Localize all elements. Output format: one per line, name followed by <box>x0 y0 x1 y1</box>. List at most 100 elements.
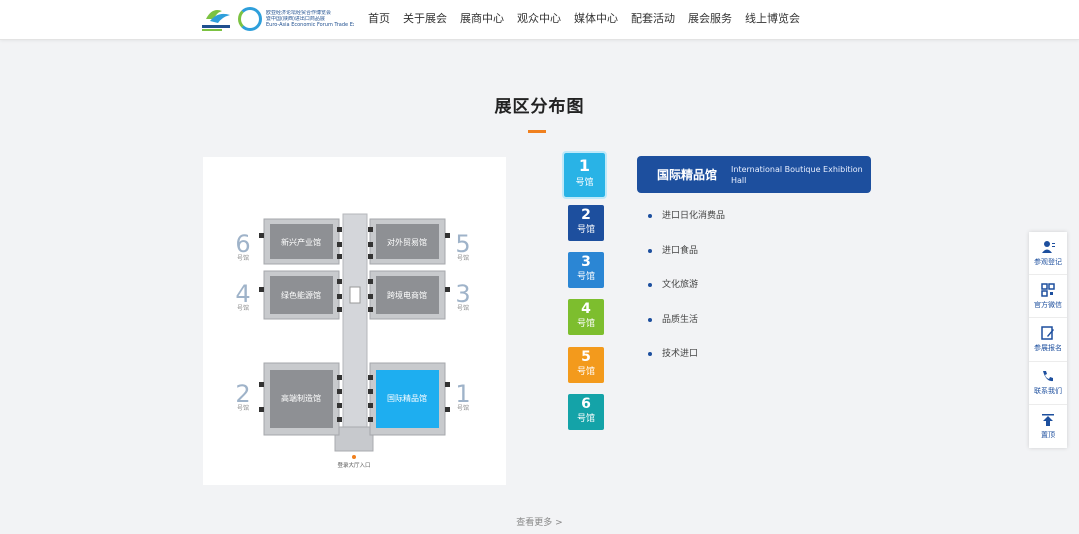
category-label: 技术进口 <box>662 349 699 359</box>
sidebar-label: 官方微信 <box>1034 300 1062 309</box>
nav-services[interactable]: 展会服务 <box>688 12 732 25</box>
hall-6-sub: 号馆 <box>237 254 249 262</box>
hall-5-sub: 号馆 <box>457 254 469 262</box>
list-item: 进口日化消费品 <box>648 206 725 241</box>
nav-online-expo[interactable]: 线上博览会 <box>745 12 800 25</box>
logo-text-line: 暨中国(陕西)进出口商品展 <box>266 16 325 22</box>
hall-button-label: 号馆 <box>576 414 595 424</box>
sidebar-visitor-registration[interactable]: 参观登记 <box>1029 232 1067 276</box>
sidebar-exhibitor-signup[interactable]: 参展报名 <box>1029 318 1067 362</box>
list-item: 文化旅游 <box>648 275 725 310</box>
sidebar-label: 联系我们 <box>1034 387 1062 396</box>
nav-media-center[interactable]: 媒体中心 <box>574 12 618 25</box>
site-logo[interactable]: 欧亚经济论坛经贸合作博览会 暨中国(陕西)进出口商品展 Euro-Asia Ec… <box>200 5 354 33</box>
hall-6-block[interactable] <box>263 218 340 265</box>
top-navigation-bar: 欧亚经济论坛经贸合作博览会 暨中国(陕西)进出口商品展 Euro-Asia Ec… <box>0 0 1079 40</box>
hall-3-label: 跨境电商馆 <box>387 290 427 300</box>
hall-button-label: 号馆 <box>575 178 594 188</box>
sidebar-back-to-top[interactable]: 置顶 <box>1029 405 1067 448</box>
list-item: 品质生活 <box>648 310 725 345</box>
bullet-icon <box>648 352 652 356</box>
hall-6-button[interactable]: 6 号馆 <box>568 394 604 430</box>
phone-icon <box>1043 371 1053 382</box>
hall-button-label: 号馆 <box>576 319 595 329</box>
title-underline <box>528 130 546 133</box>
entrance-hall <box>334 426 374 452</box>
hall-2-block[interactable] <box>263 362 340 436</box>
selected-hall-header: 国际精品馆 International Boutique Exhibition … <box>637 156 871 193</box>
hall-4-number: 4 <box>235 280 250 308</box>
sidebar-label: 参观登记 <box>1034 257 1062 266</box>
entrance-label: 登录大厅入口 <box>337 461 370 469</box>
hall-2-sub: 号馆 <box>237 404 249 412</box>
hall-3-number: 3 <box>455 280 470 308</box>
hall-button-number: 1 <box>578 156 591 175</box>
central-corridor <box>342 213 368 428</box>
hall-1-sub: 号馆 <box>457 404 469 412</box>
category-label: 进口日化消费品 <box>662 211 726 221</box>
hall-button-number: 6 <box>581 396 591 412</box>
sidebar-official-wechat[interactable]: 官方微信 <box>1029 275 1067 319</box>
selected-hall-name-en: International Boutique Exhibition Hall <box>731 164 863 185</box>
hall-2-label: 高端制造馆 <box>281 393 321 403</box>
hall-button-label: 号馆 <box>576 367 595 377</box>
hall-5-label: 对外贸易馆 <box>387 237 427 247</box>
category-label: 进口食品 <box>662 245 699 256</box>
hall-1-number: 1 <box>455 380 470 408</box>
bullet-icon <box>648 283 652 287</box>
section-title: 展区分布图 <box>494 97 585 117</box>
hall-button-number: 2 <box>581 207 591 223</box>
hall-5-button[interactable]: 5 号馆 <box>568 347 604 383</box>
hall-2-button[interactable]: 2 号馆 <box>568 205 604 241</box>
exhibition-floor-map: 新兴产业馆 对外贸易馆 绿色能源馆 跨境电商馆 高端制造馆 国际精品馆 6 号馆… <box>203 157 506 485</box>
hall-category-list: 进口日化消费品 进口食品 文化旅游 品质生活 技术进口 <box>648 206 725 379</box>
hall-5-block[interactable] <box>369 218 446 265</box>
hall-6-number: 6 <box>235 230 250 258</box>
hall-4-label: 绿色能源馆 <box>281 290 321 300</box>
selected-hall-name-cn: 国际精品馆 <box>657 168 718 182</box>
arrow-up-icon <box>1042 413 1054 426</box>
hall-button-label: 号馆 <box>576 272 595 282</box>
hall-button-label: 号馆 <box>576 225 595 235</box>
sidebar-label: 参展报名 <box>1034 343 1062 352</box>
hall-5-number: 5 <box>455 230 470 258</box>
hall-4-sub: 号馆 <box>237 304 249 312</box>
nav-home[interactable]: 首页 <box>368 12 390 25</box>
bullet-icon <box>648 317 652 322</box>
main-nav: 首页 关于展会 展商中心 观众中心 媒体中心 配套活动 展会服务 线上博览会 <box>368 0 813 36</box>
hall-1-button[interactable]: 1 号馆 <box>562 151 607 199</box>
hall-1-block[interactable] <box>369 362 446 436</box>
hall-button-number: 3 <box>581 254 591 270</box>
floating-sidebar: 参观登记 官方微信 参展报名 联系我们 置顶 <box>1029 232 1067 448</box>
hall-1-label: 国际精品馆 <box>387 393 427 403</box>
category-label: 品质生活 <box>662 314 699 325</box>
expo-emblem-icon <box>238 7 262 31</box>
hall-button-number: 4 <box>581 301 591 317</box>
bullet-icon <box>648 248 652 253</box>
category-label: 文化旅游 <box>662 280 699 290</box>
hall-6-label: 新兴产业馆 <box>281 237 321 247</box>
user-icon <box>1042 240 1055 253</box>
hall-3-block[interactable] <box>369 270 446 320</box>
euro-asia-logo-icon <box>200 5 234 33</box>
hall-4-block[interactable] <box>263 270 340 320</box>
logo-text: 欧亚经济论坛经贸合作博览会 暨中国(陕西)进出口商品展 Euro-Asia Ec… <box>266 10 354 28</box>
list-item: 技术进口 <box>648 344 725 379</box>
sidebar-label: 置顶 <box>1041 430 1055 439</box>
view-more-link[interactable]: 查看更多 > <box>516 518 563 528</box>
list-item: 进口食品 <box>648 241 725 276</box>
qr-code-icon <box>1041 283 1055 297</box>
nav-visitor-center[interactable]: 观众中心 <box>517 12 561 25</box>
hall-4-button[interactable]: 4 号馆 <box>568 299 604 335</box>
entrance-marker-icon <box>352 455 356 459</box>
sidebar-contact-us[interactable]: 联系我们 <box>1029 362 1067 405</box>
nav-about[interactable]: 关于展会 <box>403 12 447 25</box>
edit-form-icon <box>1041 326 1054 340</box>
hall-3-button[interactable]: 3 号馆 <box>568 252 604 288</box>
logo-text-line: Euro-Asia Economic Forum Trade Expo <box>266 22 354 28</box>
hall-2-number: 2 <box>235 380 250 408</box>
nav-events[interactable]: 配套活动 <box>631 12 675 25</box>
nav-exhibitor-center[interactable]: 展商中心 <box>460 12 504 25</box>
logo-text-line: 欧亚经济论坛经贸合作博览会 <box>266 10 332 16</box>
bullet-icon <box>648 214 652 218</box>
